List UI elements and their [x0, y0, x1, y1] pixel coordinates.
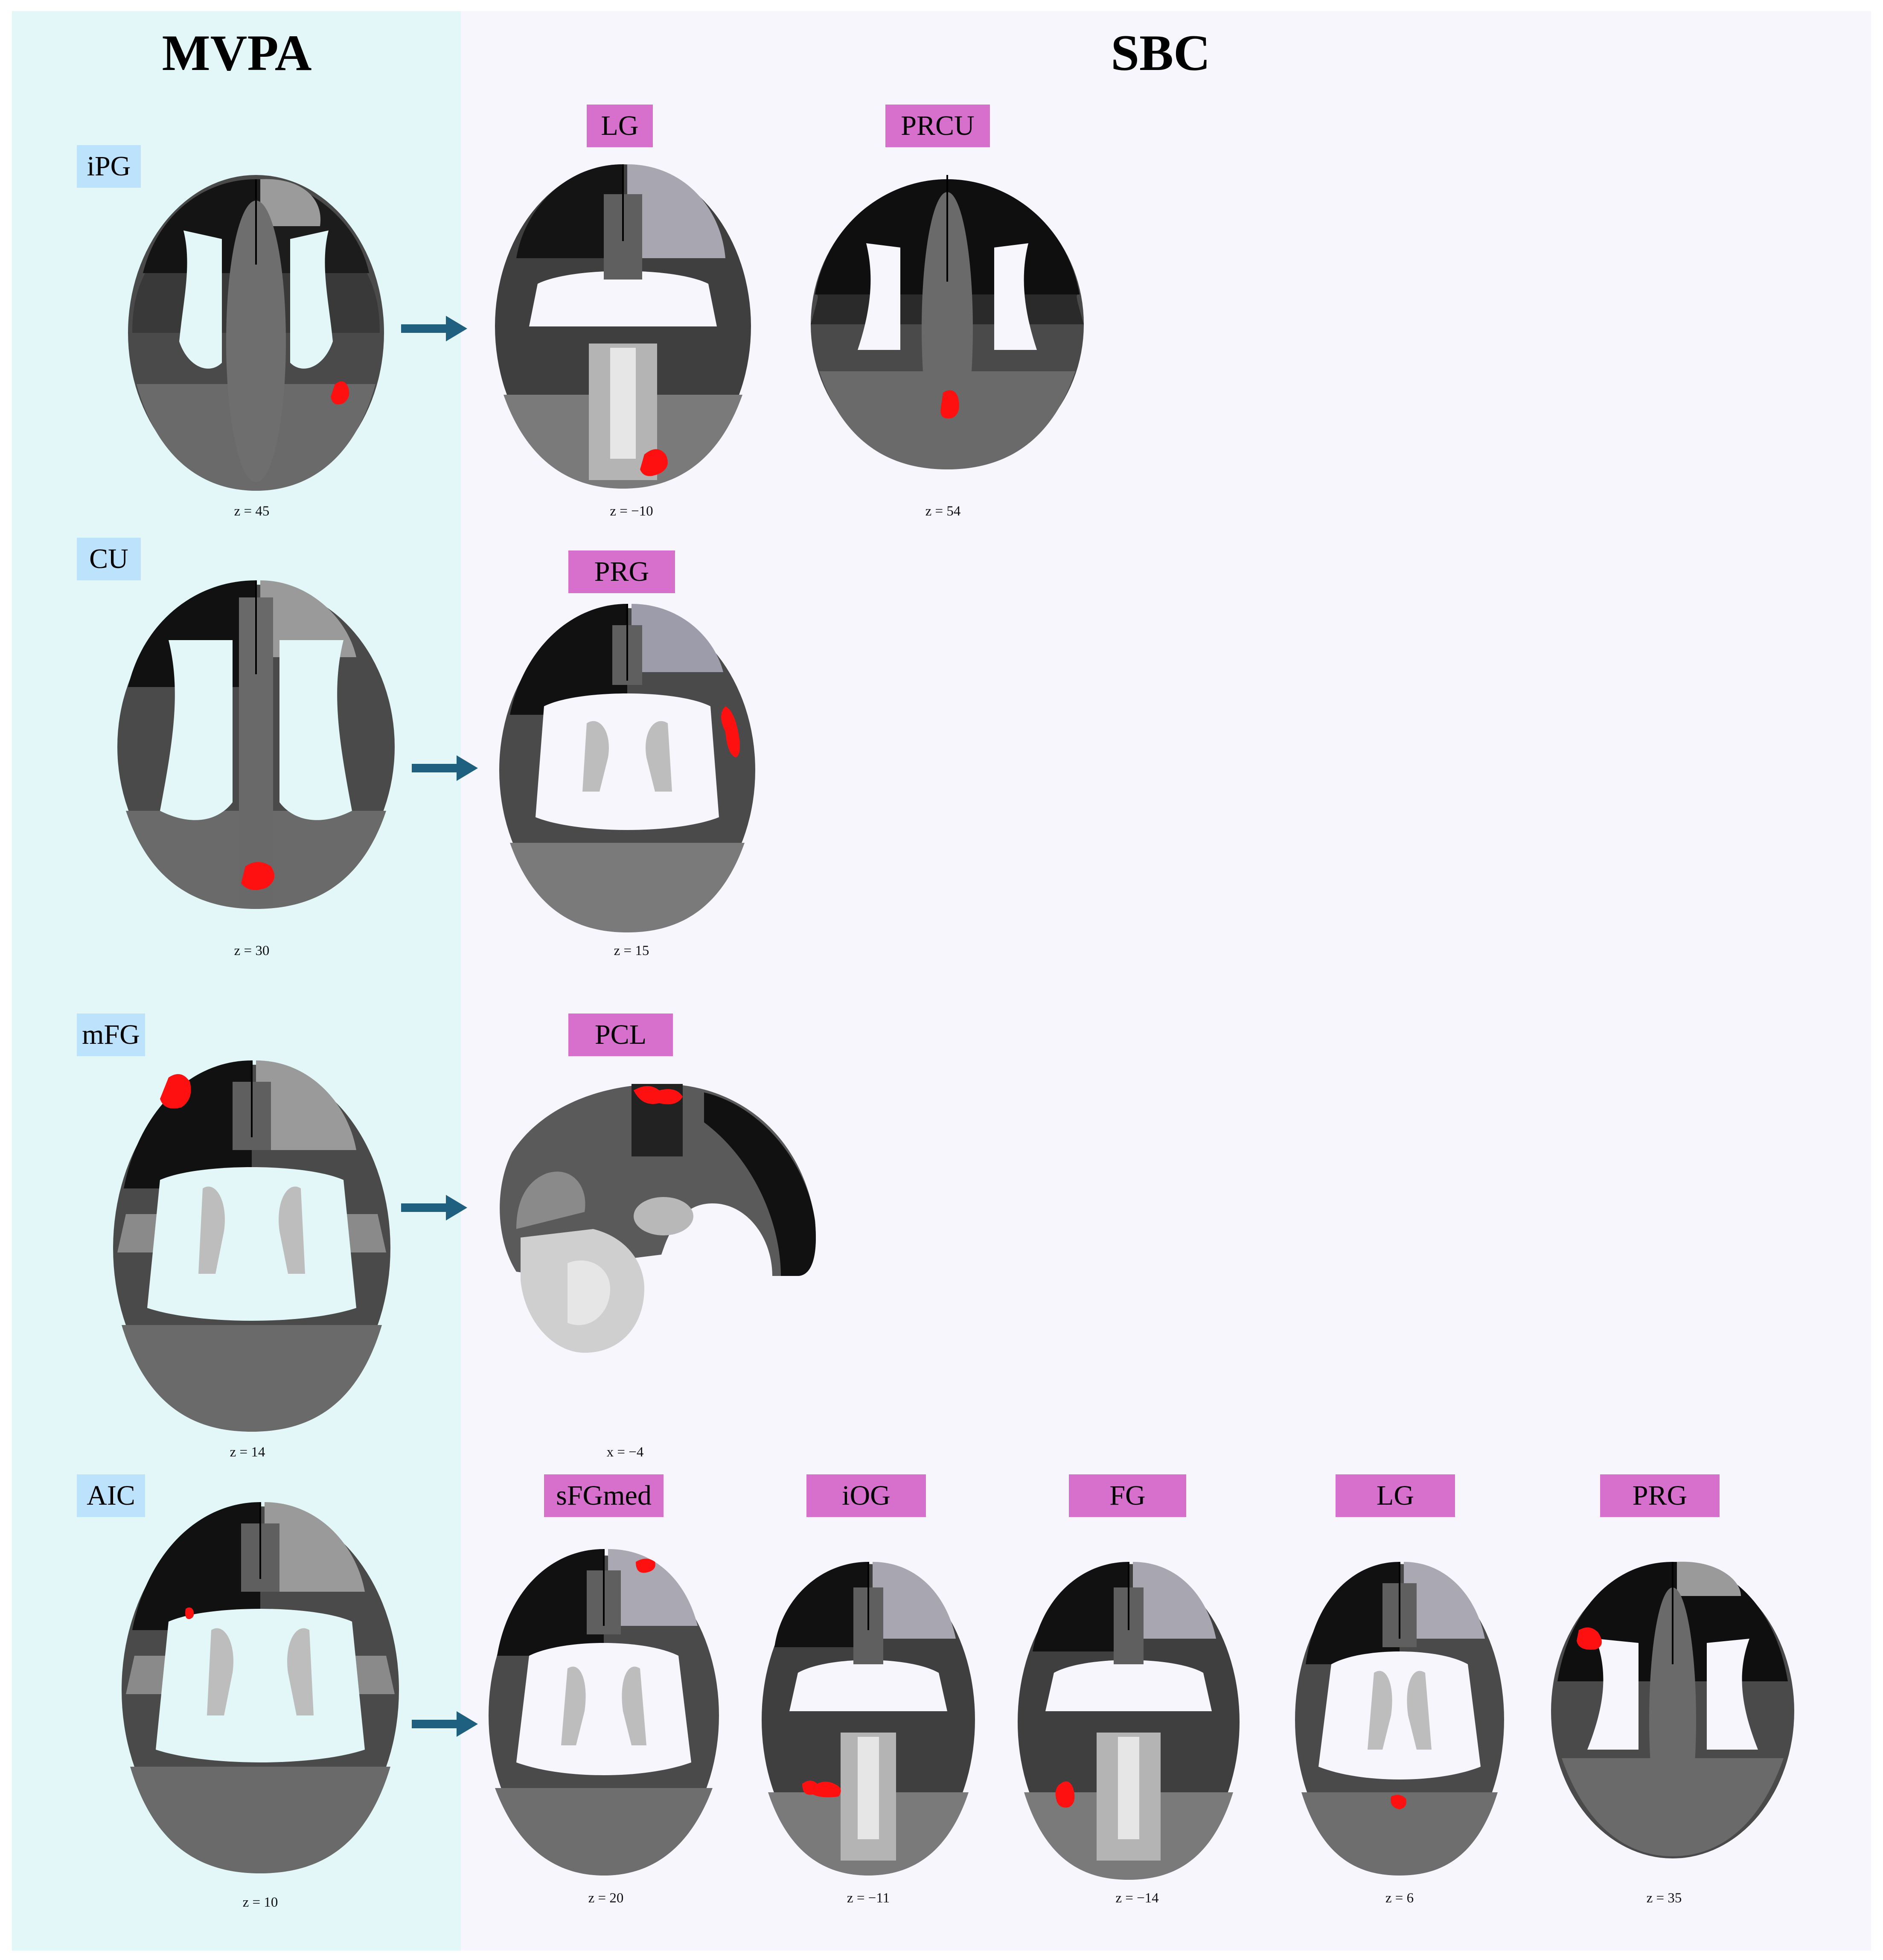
mvpa-label-ipg: iPG [77, 145, 141, 188]
mvpa-brain-slice-ipg [128, 175, 384, 491]
sbc-brain-slice-pcl [500, 1084, 816, 1353]
sbc-coord-iog: z = −11 [847, 1890, 890, 1906]
sbc-label-iog: iOG [806, 1474, 926, 1517]
mvpa-label-cu: CU [77, 538, 141, 580]
sbc-coord-sfgmed: z = 20 [588, 1890, 624, 1906]
sbc-coord-prg-row4: z = 35 [1646, 1890, 1682, 1906]
sbc-header: SBC [1111, 24, 1211, 81]
arrow-row2 [412, 755, 478, 781]
sbc-label-fg: FG [1069, 1474, 1186, 1517]
mvpa-label-aic: AIC [77, 1474, 145, 1517]
mvpa-label-mfg: mFG [77, 1013, 145, 1056]
sbc-label-prg-row2: PRG [568, 550, 675, 593]
mvpa-header: MVPA [162, 24, 312, 81]
mvpa-brain-slice-cu [117, 580, 395, 909]
arrow-row3 [401, 1195, 467, 1220]
sbc-label-lg-row1: LG [587, 105, 653, 147]
sbc-brain-slice-fg [1018, 1562, 1240, 1880]
sbc-brain-slice-prg-row2 [499, 604, 755, 932]
sbc-brain-slice-prg-row4 [1551, 1561, 1794, 1858]
sbc-label-prg-row4: PRG [1600, 1474, 1720, 1517]
mvpa-brain-slice-aic [122, 1502, 399, 1873]
mvpa-coord-aic: z = 10 [242, 1895, 278, 1910]
sbc-label-sfgmed: sFGmed [544, 1474, 664, 1517]
mvpa-coord-ipg: z = 45 [234, 504, 270, 519]
mvpa-brain-slice-mfg [113, 1060, 390, 1432]
mvpa-coord-cu: z = 30 [234, 943, 270, 958]
mvpa-coord-mfg: z = 14 [230, 1445, 265, 1460]
sbc-coord-lg-row4: z = 6 [1385, 1890, 1414, 1906]
sbc-coord-fg: z = −14 [1115, 1890, 1159, 1906]
sbc-coord-lg-row1: z = −10 [610, 504, 653, 519]
sbc-coord-pcl: x = −4 [606, 1445, 644, 1460]
sbc-coord-prcu: z = 54 [925, 504, 961, 519]
sbc-label-prcu: PRCU [885, 105, 990, 147]
arrow-row4 [412, 1711, 478, 1737]
sbc-brain-slice-lg-row4 [1295, 1562, 1504, 1876]
arrow-row1 [401, 316, 467, 341]
sbc-coord-prg-row2: z = 15 [614, 943, 649, 958]
sbc-label-pcl: PCL [568, 1013, 673, 1056]
sbc-brain-slice-sfgmed [489, 1549, 719, 1876]
sbc-brain-slice-iog [762, 1562, 975, 1876]
sbc-brain-slice-lg-row1 [495, 164, 751, 489]
sbc-label-lg-row4: LG [1336, 1474, 1455, 1517]
sbc-brain-slice-prcu [811, 175, 1084, 469]
